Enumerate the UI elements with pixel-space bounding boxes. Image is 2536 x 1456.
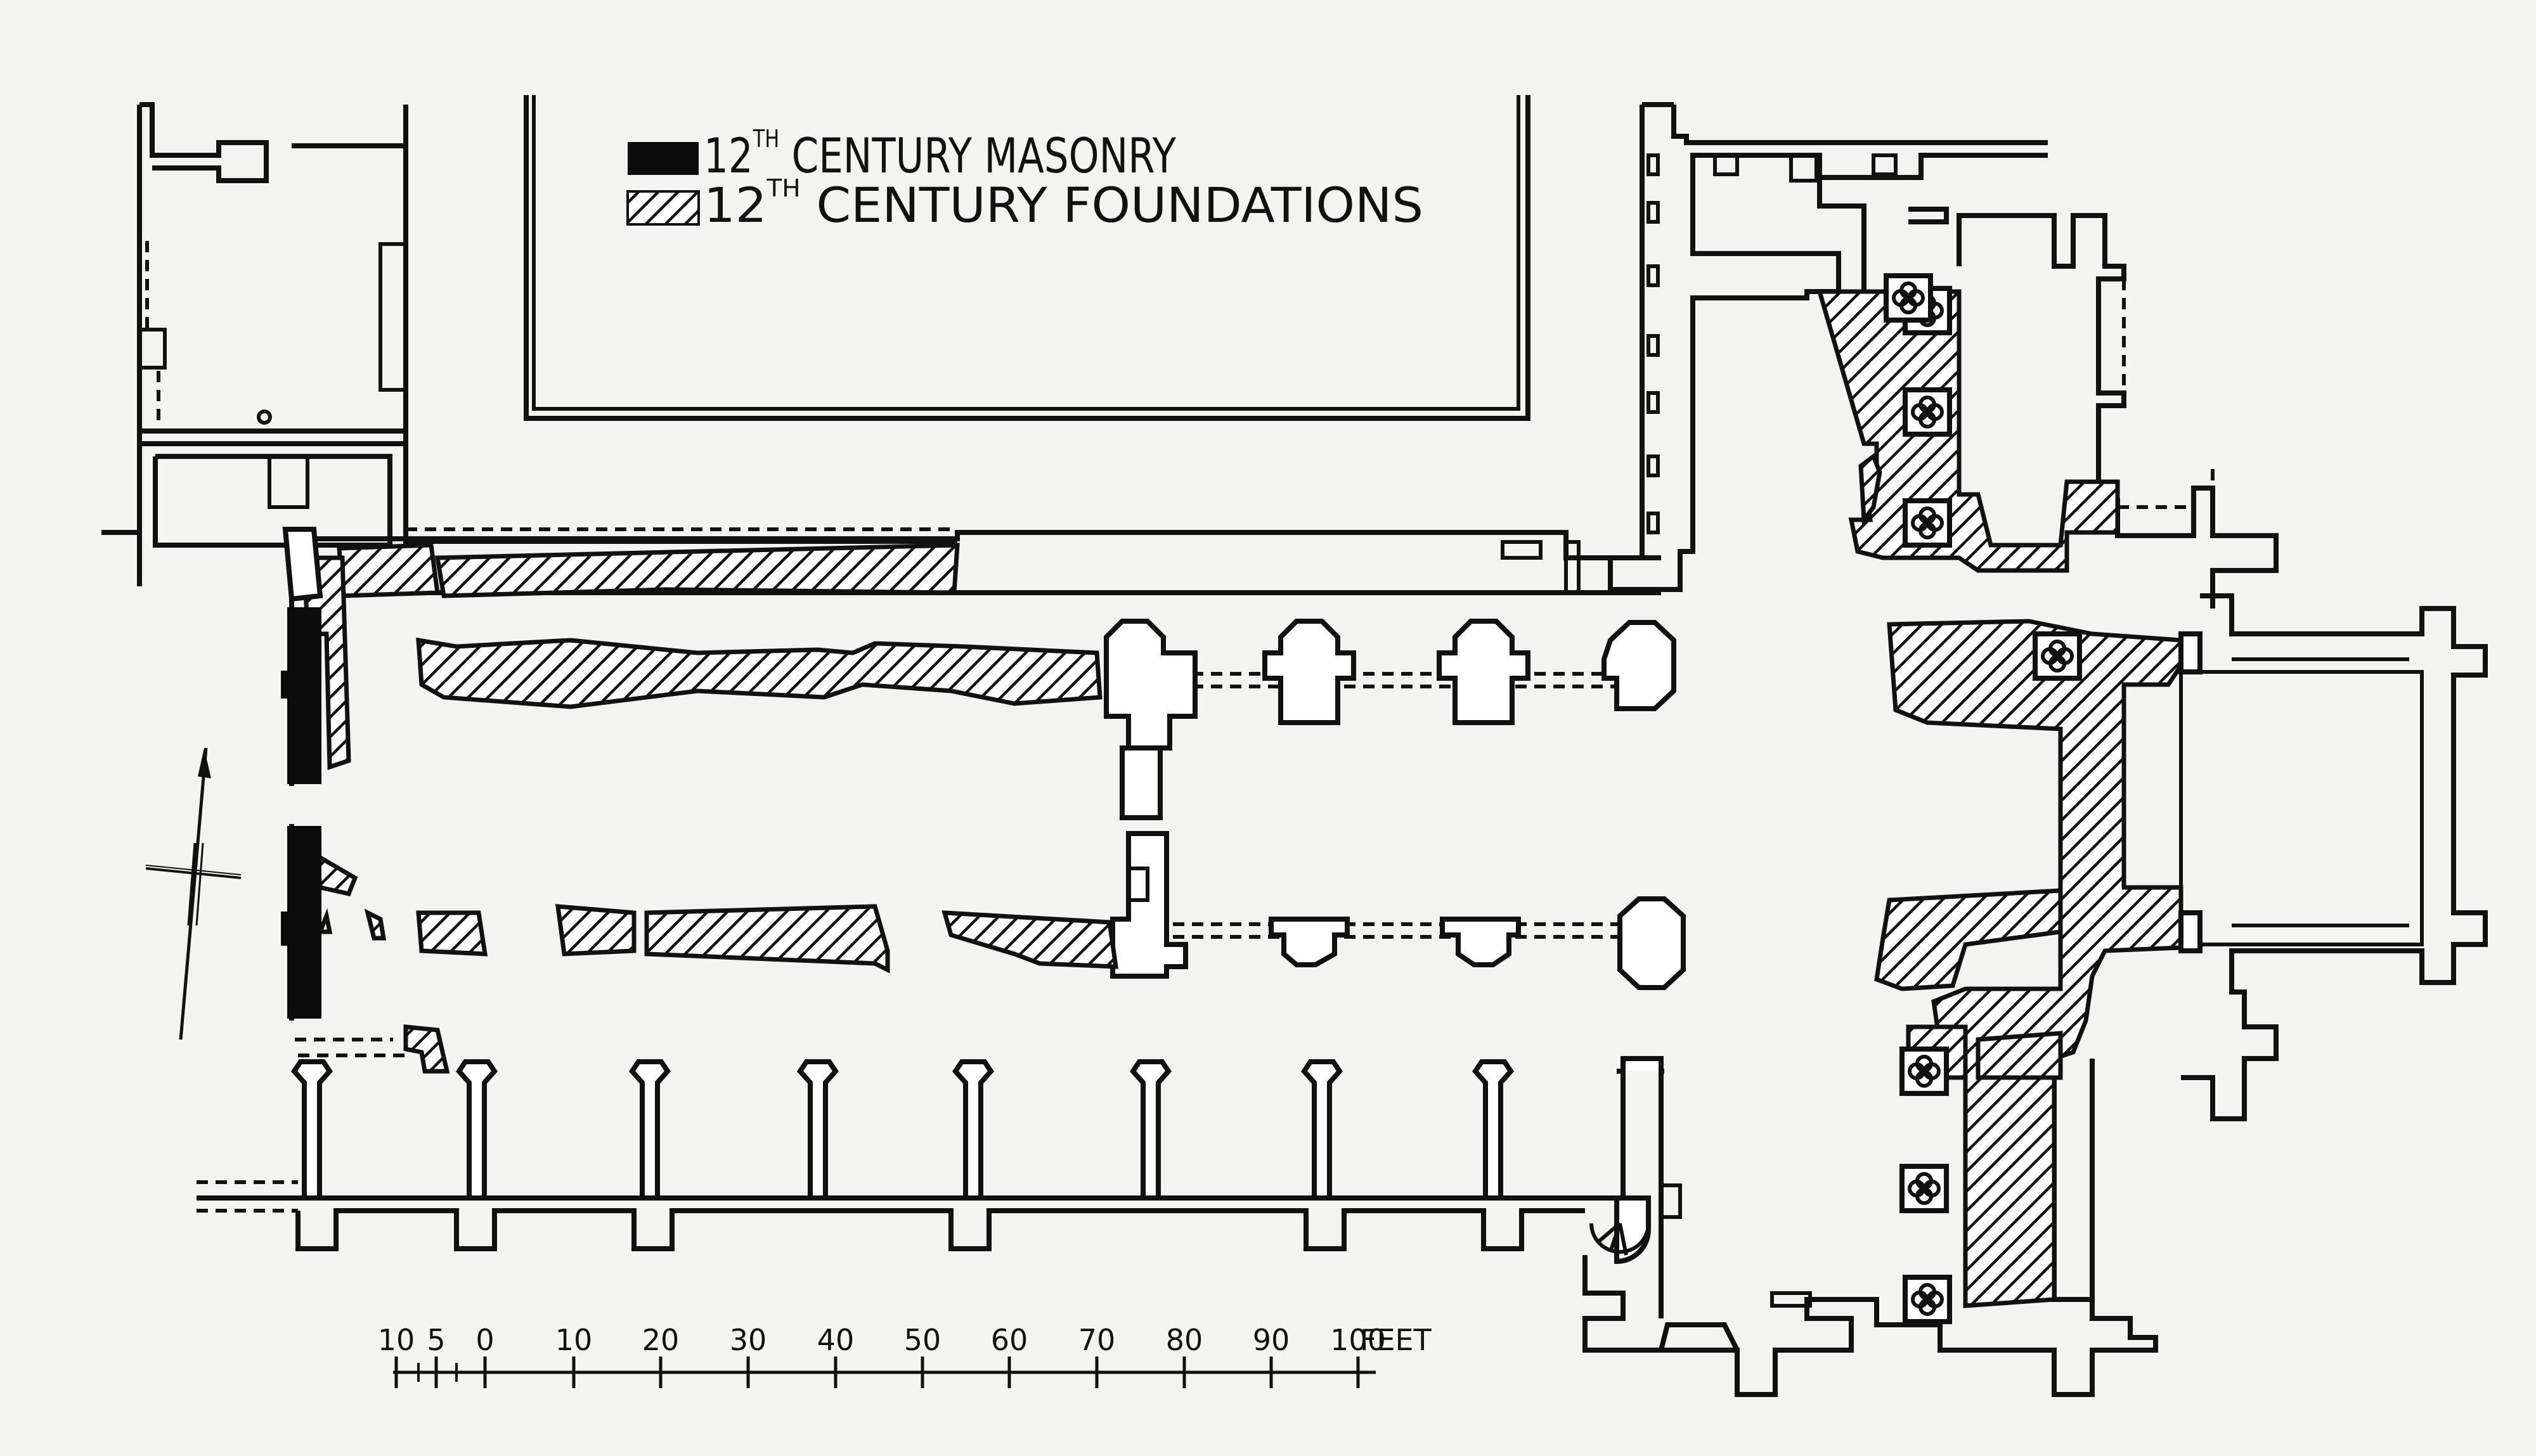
east-range <box>1608 102 2048 592</box>
scale-bar-label: 20 <box>642 1323 680 1357</box>
legend-item-foundations: 12TH CENTURY FOUNDATIONS <box>626 174 1423 233</box>
scale-bar-label: 60 <box>991 1323 1028 1357</box>
legend-swatch-masonry <box>628 142 699 175</box>
legend-masonry-text: CENTURY MASONRY <box>779 127 1176 184</box>
svg-text:12TH CENTURY FOUNDATIONS: 12TH CENTURY FOUNDATIONS <box>704 174 1423 233</box>
cloister-garth <box>524 95 1530 421</box>
foundations <box>302 289 2183 1308</box>
legend-foundations-text: CENTURY FOUNDATIONS <box>801 177 1423 233</box>
west-range <box>101 102 408 586</box>
legend-masonry-sup: TH <box>753 125 779 153</box>
transept-piers <box>1884 273 2203 1324</box>
scale-bar-label: 100 <box>1330 1323 1386 1357</box>
legend: 12TH CENTURY MASONRY 12TH CENTURY FOUNDA… <box>626 125 1423 233</box>
north-arrow-icon <box>145 747 242 1040</box>
transept <box>1582 213 2488 1397</box>
legend-foundations-num: 12 <box>704 177 767 233</box>
scale-bar-label: 70 <box>1078 1323 1116 1357</box>
scale-bar-label: 30 <box>730 1323 767 1357</box>
masonry <box>281 527 323 1019</box>
scale-bar-label: 40 <box>817 1323 855 1357</box>
scale-bar-unit: FEET <box>1360 1323 1432 1357</box>
nave <box>197 527 1661 1251</box>
scale-bar-label: 5 <box>427 1323 445 1357</box>
svg-text:12TH CENTURY MASONRY: 12TH CENTURY MASONRY <box>704 125 1176 184</box>
scale-bar-label: 10 <box>555 1323 593 1357</box>
legend-item-masonry: 12TH CENTURY MASONRY <box>628 125 1176 184</box>
legend-swatch-foundations <box>626 190 700 226</box>
legend-masonry-num: 12 <box>704 127 753 184</box>
legend-foundations-sup: TH <box>766 174 800 202</box>
north-arcade-piers <box>1104 619 1676 820</box>
scale-bar-label: 10 <box>378 1323 415 1357</box>
scale-bar-label: 0 <box>476 1323 494 1357</box>
scale-bar-label: 50 <box>904 1323 941 1357</box>
south-arcade-piers <box>1110 831 1686 990</box>
south-aisle-shafts <box>290 1059 1515 1201</box>
scale-bar-label: 80 <box>1166 1323 1203 1357</box>
scale-bar-label: 90 <box>1253 1323 1290 1357</box>
